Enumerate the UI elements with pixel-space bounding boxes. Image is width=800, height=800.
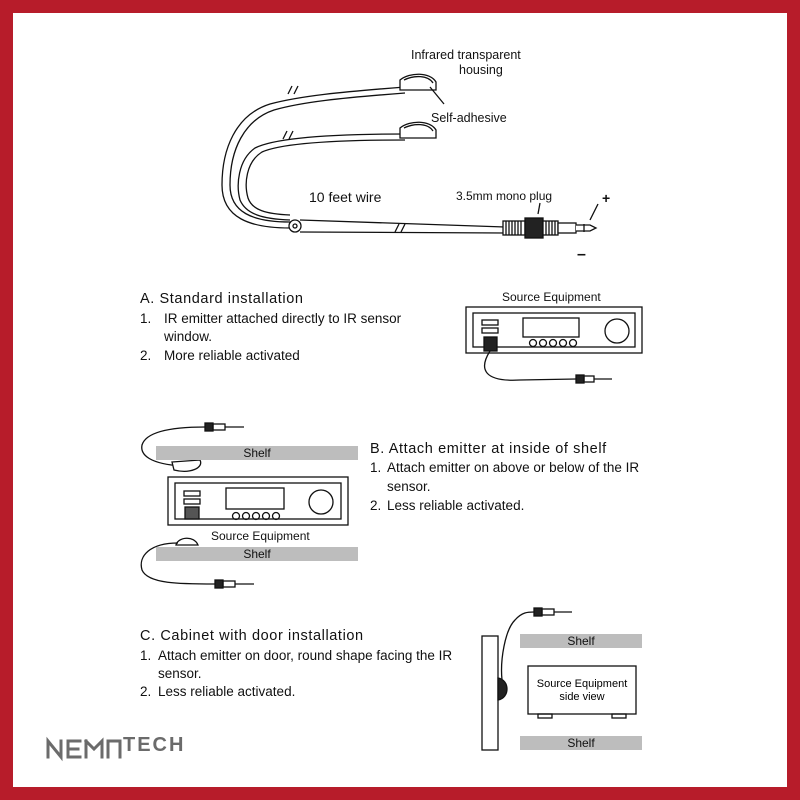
housing-label-2: housing xyxy=(459,63,503,77)
section-c-item-2-num: 2. xyxy=(140,684,152,699)
page: Infrared transparent housing Self-adhesi… xyxy=(13,13,787,787)
section-c-device xyxy=(481,607,637,751)
section-b-item-1: Attach emitter on above or below of the … xyxy=(387,460,640,475)
wire-label: 10 feet wire xyxy=(309,189,382,205)
section-b-item-1-cont: sensor. xyxy=(387,479,431,494)
section-b-shelf-top: Shelf xyxy=(156,446,358,460)
housing-label: Infrared transparent xyxy=(411,48,521,62)
section-b-item-2-num: 2. xyxy=(370,498,382,513)
section-c-item-1-cont: sensor. xyxy=(158,666,202,681)
section-c-item-2: Less reliable activated. xyxy=(158,684,296,699)
section-a-item-2: More reliable activated xyxy=(164,348,300,363)
section-c-title: C. Cabinet with door installation xyxy=(140,628,364,644)
section-a-item-1: IR emitter attached directly to IR senso… xyxy=(164,311,402,326)
plus-sign: + xyxy=(602,190,611,206)
section-b-item-2: Less reliable activated. xyxy=(387,498,525,513)
adhesive-label: Self-adhesive xyxy=(431,111,507,125)
section-c-shelf-top: Shelf xyxy=(520,634,642,648)
section-a-item-1-cont: window. xyxy=(164,329,213,344)
section-b-device-label: Source Equipment xyxy=(211,529,310,543)
section-b-shelf-bottom: Shelf xyxy=(156,547,358,561)
minus-sign: – xyxy=(577,246,586,263)
section-a-device xyxy=(465,306,643,384)
section-a-device-label: Source Equipment xyxy=(502,290,601,304)
brand-logo-text: TECH xyxy=(123,734,186,756)
section-b-device xyxy=(140,422,349,589)
section-a-title: A. Standard installation xyxy=(140,291,304,307)
section-a-item-1-num: 1. xyxy=(140,311,152,326)
section-a-item-2-num: 2. xyxy=(140,348,152,363)
section-b-title: B. Attach emitter at inside of shelf xyxy=(370,441,607,457)
section-c-item-1-num: 1. xyxy=(140,648,152,663)
section-c-box-line1: Source Equipment xyxy=(536,678,628,690)
emitter-cable-diagram xyxy=(221,73,599,239)
nematech-logo xyxy=(46,736,122,762)
section-c-item-1: Attach emitter on door, round shape faci… xyxy=(158,648,453,663)
section-b-item-1-num: 1. xyxy=(370,460,382,475)
plug-label: 3.5mm mono plug xyxy=(456,189,553,203)
section-c-box-line2: side view xyxy=(559,691,605,703)
section-c-shelf-bottom: Shelf xyxy=(520,736,642,750)
